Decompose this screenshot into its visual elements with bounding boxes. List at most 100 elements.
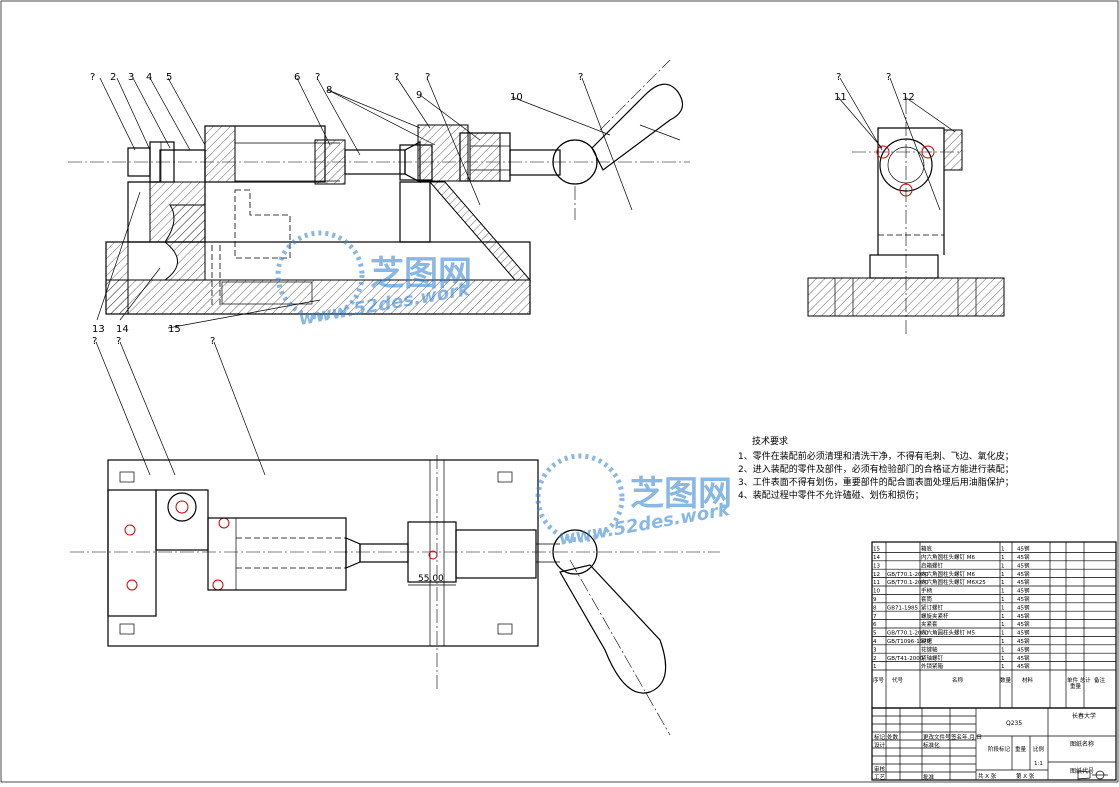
callout-12: 10 (510, 92, 523, 103)
bom-cell-no: 7 (873, 614, 877, 620)
bom-cell-no: 10 (873, 589, 880, 595)
bom-cell-qty: 1 (1001, 555, 1005, 561)
bom-header-no: 序号 (873, 676, 885, 684)
tb-drawing-name: 图纸名称 (1070, 740, 1094, 748)
bom-cell-code: GB/T1096-1979 (887, 639, 931, 645)
bom-cell-qty: 1 (1001, 631, 1005, 637)
bom-cell-name: 键槽 (921, 637, 933, 645)
tb-process: 工艺 (874, 774, 886, 781)
bom-header-weight: 重量 (1070, 682, 1082, 690)
bom-cell-no: 4 (873, 639, 877, 645)
bom-cell-mat: 45钢 (1017, 545, 1030, 553)
callout-1: ? (90, 72, 95, 83)
bom-cell-mat: 45钢 (1017, 629, 1030, 637)
bom-cell-qty: 1 (1001, 572, 1005, 578)
bom-cell-mat: 45钢 (1017, 553, 1030, 561)
bom-cell-name: 套筒 (921, 595, 933, 603)
callout-3: 3 (128, 72, 134, 83)
bom-cell-mat: 45钢 (1017, 654, 1030, 662)
bom-cell-code: GB/T41-2000 (887, 656, 924, 662)
callout-8: 8 (326, 85, 332, 96)
bom-cell-mat: 45钢 (1017, 570, 1030, 578)
tb-scale-label: 比例 (1033, 745, 1045, 753)
watermark-brand: 芝图网 (370, 254, 472, 294)
bom-cell-code: GB71-1985 (887, 605, 919, 611)
side-callouts: ? 11 ? 12 (834, 72, 915, 103)
bom-cell-qty: 1 (1001, 664, 1005, 670)
watermark-globe-icon-2 (535, 453, 625, 543)
bom-cell-name: 内六角圆柱头螺钉 M6X25 (921, 578, 986, 586)
callout-10: ? (425, 72, 430, 83)
bom-cell-no: 15 (873, 547, 880, 553)
bom-cell-no: 14 (873, 555, 880, 561)
bom-cell-mat: 45钢 (1017, 587, 1030, 595)
callout-13: ? (578, 72, 583, 83)
callout-lower-14: 14 (116, 324, 129, 335)
tb-change-doc: 更改文件号 (923, 733, 951, 741)
bom-cell-name: 夹紧套 (921, 620, 938, 628)
tb-sheet-no: 第 X 张 (1016, 772, 1035, 780)
watermark-brand-2: 芝图网 (630, 474, 732, 514)
bom-cell-mat: 45钢 (1017, 612, 1030, 620)
side-callout-2: ? (886, 72, 891, 83)
bom-cell-code: GB/T70.1-2000 (887, 631, 929, 637)
bom-cell-qty: 1 (1001, 605, 1005, 611)
bom-cell-no: 11 (873, 580, 880, 586)
bom-cell-name: 箱底 (921, 545, 933, 553)
bom-cell-qty: 1 (1001, 547, 1005, 553)
tb-count: 处数 (887, 733, 899, 741)
bom-cell-mat: 45钢 (1017, 561, 1030, 569)
bom-cell-qty: 1 (1001, 622, 1005, 628)
bom-cell-name: 花键轴 (921, 645, 938, 653)
bom-header-name: 名称 (952, 676, 964, 684)
bom-header-code: 代号 (892, 676, 904, 684)
bom-cell-no: 6 (873, 622, 877, 628)
tb-stage-mark: 阶段标记 (988, 745, 1011, 753)
side-callout-1: ? (836, 72, 841, 83)
bom-cell-mat: 45钢 (1017, 662, 1030, 670)
bom-cell-qty: 1 (1001, 656, 1005, 662)
tb-sheets: 共 X 张 (978, 772, 997, 780)
tb-material: Q235 (1006, 720, 1022, 727)
bom-cell-name: 手柄 (921, 587, 933, 595)
bom-header-unit: 单件 总计 (1067, 676, 1091, 684)
bom-cell-mat: 45钢 (1017, 603, 1030, 611)
bom-cell-qty: 1 (1001, 580, 1005, 586)
requirement-2: 2、进入装配的零件及部件，必须有检验部门的合格证方能进行装配； (738, 463, 1014, 475)
side-view (807, 100, 1005, 335)
title-block: Q235 长春大学 图纸名称 图纸代号 阶段标记 重量 比例 1:1 共 X 张… (871, 707, 1117, 781)
side-callout-11: 11 (834, 92, 847, 103)
plan-callouts: ? ? ? (92, 336, 215, 347)
callout-lower-13: 13 (92, 324, 105, 335)
bom-header-remark: 备注 (1094, 676, 1106, 684)
bom-cell-mat: 45钢 (1017, 595, 1030, 603)
bom-cell-mat: 45钢 (1017, 620, 1030, 628)
bom-cell-no: 8 (873, 605, 877, 611)
bom-cell-no: 2 (873, 656, 877, 662)
bom-cell-no: 12 (873, 572, 880, 578)
bom-cell-name: 内六角圆柱头螺钉 M6 (921, 570, 975, 578)
bom-cell-name: 螺旋夹紧杆 (921, 612, 949, 620)
watermark-globe-icon (275, 230, 365, 320)
requirement-1: 1、零件在装配前必须清理和清洗干净，不得有毛刺、飞边、氧化皮； (738, 450, 1014, 462)
tb-sign: 签名 (951, 733, 962, 741)
section-leaders (96, 77, 633, 329)
tb-design: 设计 (874, 741, 886, 749)
bom-cell-qty: 1 (1001, 614, 1005, 620)
plan-callout-c: ? (210, 336, 215, 347)
bom-cell-no: 5 (873, 631, 877, 637)
bom-cell-mat: 45钢 (1017, 637, 1030, 645)
requirement-3: 3、工件表面不得有划伤，重要部件的配合面表面处理后用油脂保护； (738, 476, 1014, 488)
section-callouts: ? 2 3 4 5 6 ? 8 ? ? 9 10 ? 13 14 15 (90, 72, 583, 335)
callout-6: 6 (294, 72, 300, 83)
bom-cell-name: 内六角圆柱头螺钉 M5 (921, 629, 975, 637)
tb-approve: 批准 (923, 773, 935, 781)
bom-cell-qty: 1 (1001, 597, 1005, 603)
tb-weight: 重量 (1015, 745, 1027, 753)
tb-school: 长春大学 (1072, 712, 1096, 720)
requirement-4: 4、装配过程中零件不允许磕碰、划伤和损伤； (738, 489, 924, 501)
projection-symbol-icon (1077, 770, 1108, 780)
